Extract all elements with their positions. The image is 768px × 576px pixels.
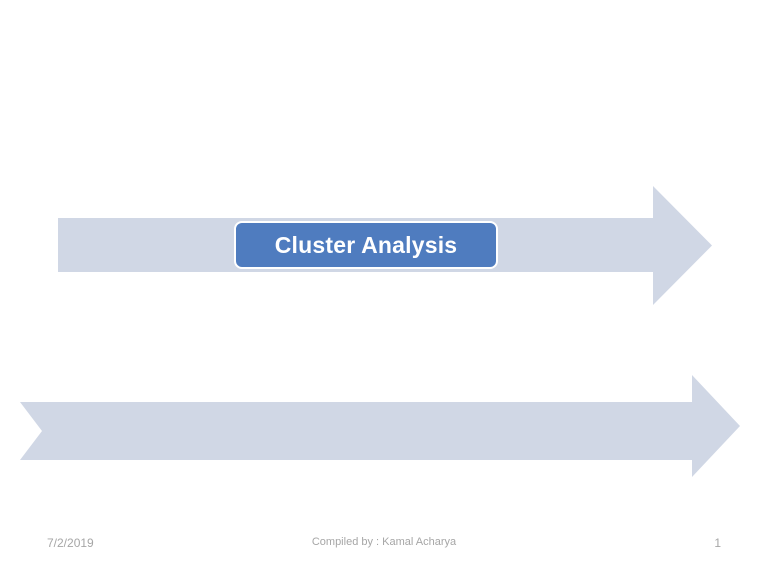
page-title: Cluster Analysis — [274, 231, 458, 258]
slide-footer: 7/2/2019 Compiled by : Kamal Acharya 1 — [0, 536, 768, 560]
footer-credit: Compiled by : Kamal Acharya — [311, 536, 457, 548]
footer-date: 7/2/2019 — [47, 536, 94, 550]
bottom-chevron-arrow-shape — [20, 375, 740, 477]
footer-page-number: 1 — [714, 536, 721, 550]
slide-title-box: Cluster Analysis — [234, 221, 498, 269]
